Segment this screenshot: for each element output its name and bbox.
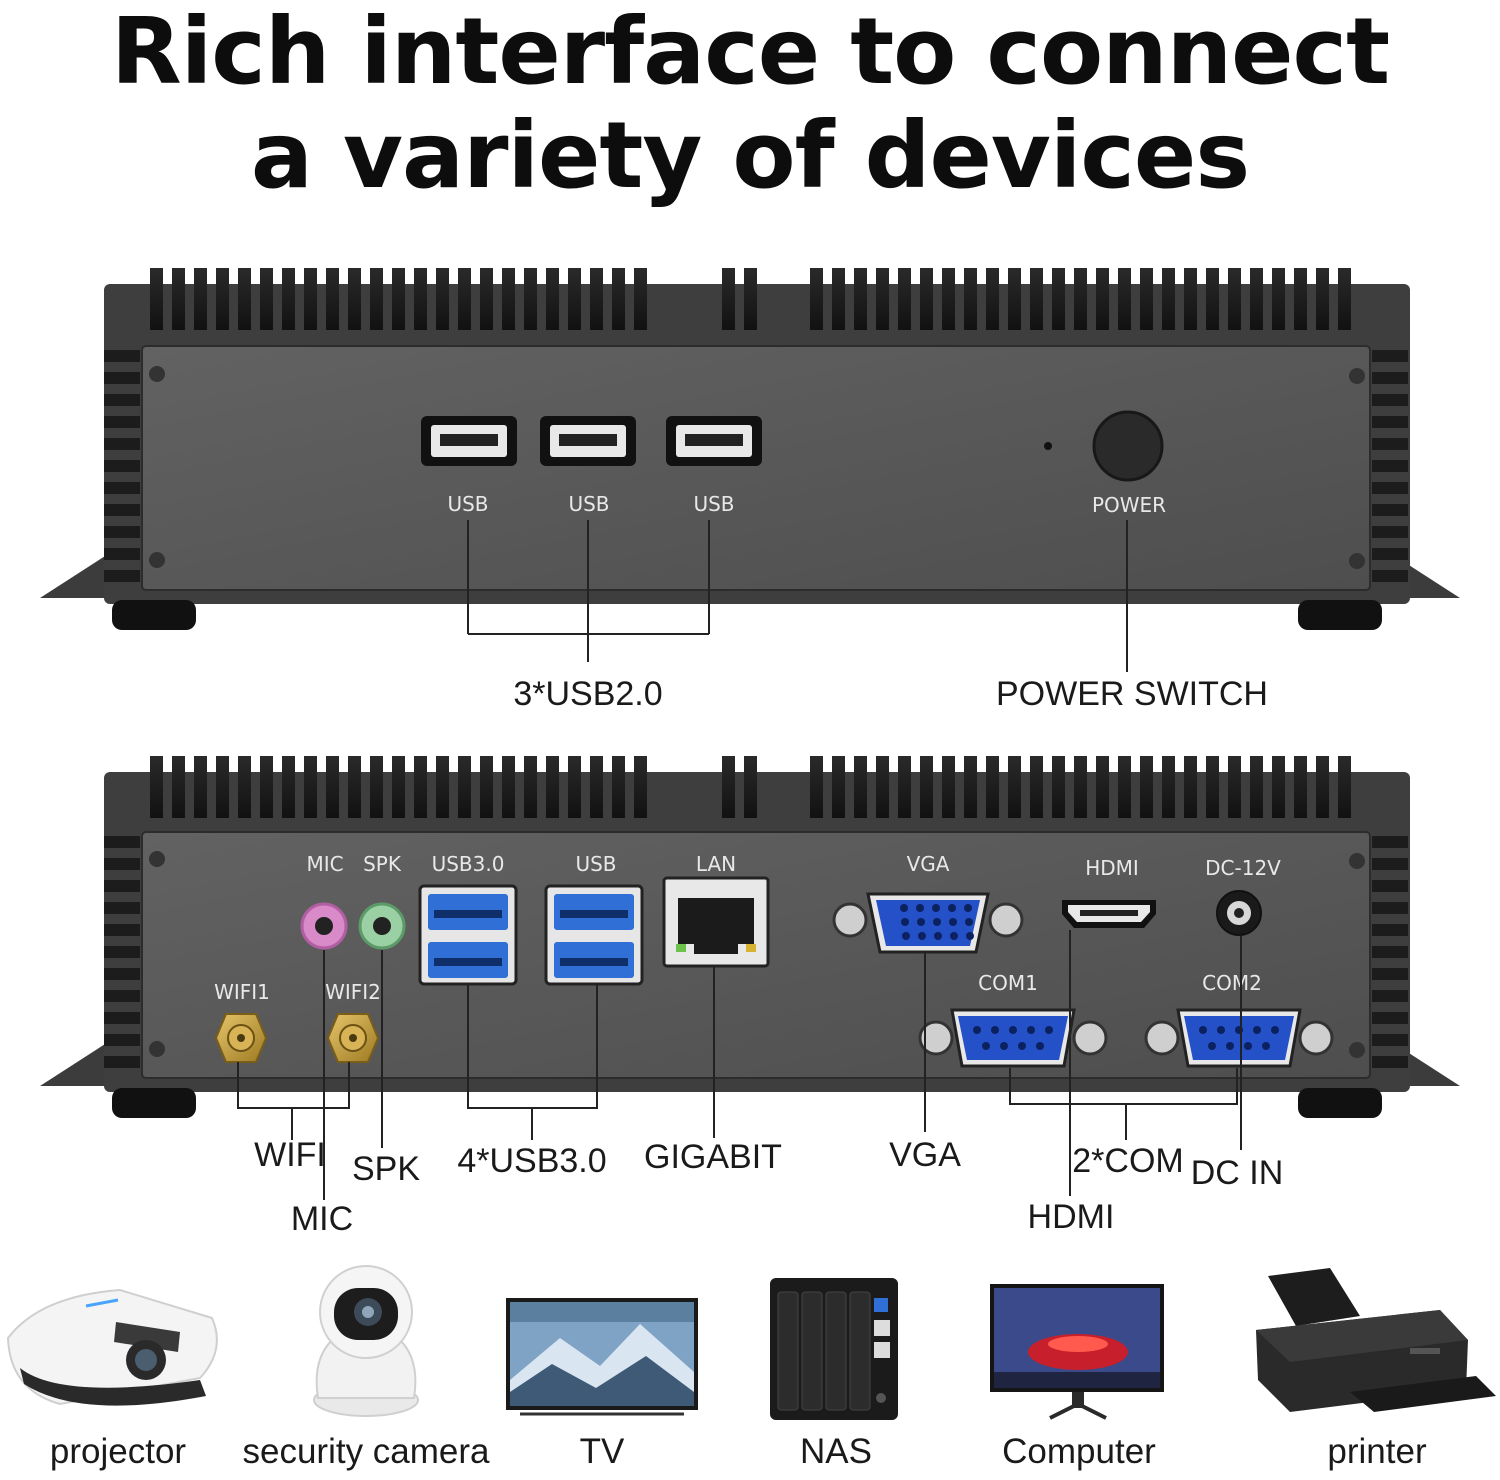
com2-silk-label: COM2 — [1202, 971, 1262, 995]
callout-hdmi: HDMI — [1028, 1198, 1115, 1236]
camera-icon — [313, 1265, 419, 1417]
wifi2-antenna-connector[interactable] — [326, 1013, 380, 1063]
screw-icon — [149, 851, 1365, 1058]
com2-port[interactable] — [1144, 1008, 1334, 1068]
heatsink-fins-top — [150, 756, 1351, 818]
usb2-port-3[interactable] — [666, 416, 762, 466]
headline-line-1: Rich interface to connect — [110, 0, 1390, 105]
wifi1-antenna-connector[interactable] — [214, 1013, 268, 1063]
device-label-nas: NAS — [800, 1432, 872, 1471]
power-button[interactable] — [1092, 410, 1164, 482]
tv-icon — [506, 1298, 698, 1416]
device-label-printer: printer — [1327, 1432, 1427, 1471]
callout-wifi: WIFI — [254, 1136, 326, 1174]
callout-spk: SPK — [352, 1150, 420, 1188]
dc-silk-label: DC-12V — [1205, 856, 1281, 880]
front-callout-lines — [467, 520, 1128, 672]
headline-line-2: a variety of devices — [250, 102, 1250, 209]
dc-power-jack[interactable] — [1216, 890, 1262, 936]
power-silk-label: POWER — [1092, 493, 1166, 517]
projector-icon — [6, 1288, 218, 1406]
spk-silk-label: SPK — [363, 852, 402, 876]
rubber-foot — [1298, 600, 1382, 630]
status-led — [1044, 442, 1052, 450]
callout-dc-in: DC IN — [1191, 1154, 1284, 1192]
callout-vga: VGA — [889, 1136, 961, 1174]
usb-silk-label: USB — [693, 492, 734, 516]
com1-silk-label: COM1 — [978, 971, 1038, 995]
usb3-port-stack[interactable] — [544, 884, 644, 986]
callout-gigabit: GIGABIT — [644, 1138, 782, 1176]
usb3-port-stack[interactable] — [418, 884, 518, 986]
callout-usb3: 4*USB3.0 — [457, 1142, 606, 1180]
hdmi-port[interactable] — [1062, 900, 1156, 928]
product-figure: USB USB USB POWER 3*USB2.0 POWER SWITCH … — [40, 268, 1460, 1238]
nas-icon — [770, 1278, 898, 1420]
callout-mic: MIC — [291, 1200, 353, 1238]
screw-icon — [149, 366, 1365, 569]
wifi2-silk-label: WIFI2 — [325, 980, 381, 1004]
hdmi-silk-label: HDMI — [1085, 856, 1139, 880]
front-panel: USB USB USB POWER — [40, 268, 1460, 630]
rubber-foot — [112, 1088, 196, 1118]
device-label-security-camera: security camera — [242, 1432, 490, 1471]
usb2-port-2[interactable] — [540, 416, 636, 466]
mic-jack[interactable] — [300, 902, 348, 950]
printer-icon — [1256, 1268, 1496, 1412]
devices-illustrations — [6, 1265, 1496, 1420]
heatsink-fins-side — [104, 836, 1408, 1068]
vga-silk-label: VGA — [907, 852, 950, 876]
vga-port[interactable] — [832, 892, 1024, 954]
com1-port[interactable] — [918, 1008, 1108, 1068]
usb-silk-label: USB — [575, 852, 616, 876]
heatsink-fins-side — [104, 350, 1408, 582]
lan-port[interactable] — [662, 876, 770, 968]
device-label-tv: TV — [579, 1432, 625, 1471]
device-label-projector: projector — [49, 1432, 187, 1471]
heatsink-fins-top — [150, 268, 1351, 330]
faceplate — [141, 345, 1371, 591]
rear-panel: MIC SPK USB3.0 USB LAN VGA HDMI DC-12V C… — [40, 756, 1460, 1118]
callout-com: 2*COM — [1072, 1142, 1183, 1180]
rear-callout-lines — [237, 930, 1242, 1200]
callout-power-switch: POWER SWITCH — [996, 675, 1268, 713]
rubber-foot — [112, 600, 196, 630]
usb-silk-label: USB — [568, 492, 609, 516]
spk-jack[interactable] — [358, 902, 406, 950]
usb2-port-1[interactable] — [421, 416, 517, 466]
usb3-silk-label: USB3.0 — [432, 852, 505, 876]
rubber-foot — [1298, 1088, 1382, 1118]
callout-usb2: 3*USB2.0 — [513, 675, 662, 713]
mic-silk-label: MIC — [306, 852, 343, 876]
lan-silk-label: LAN — [696, 852, 736, 876]
device-label-computer: Computer — [1002, 1432, 1156, 1471]
monitor-icon — [990, 1284, 1164, 1420]
usb-silk-label: USB — [447, 492, 488, 516]
wifi1-silk-label: WIFI1 — [214, 980, 270, 1004]
